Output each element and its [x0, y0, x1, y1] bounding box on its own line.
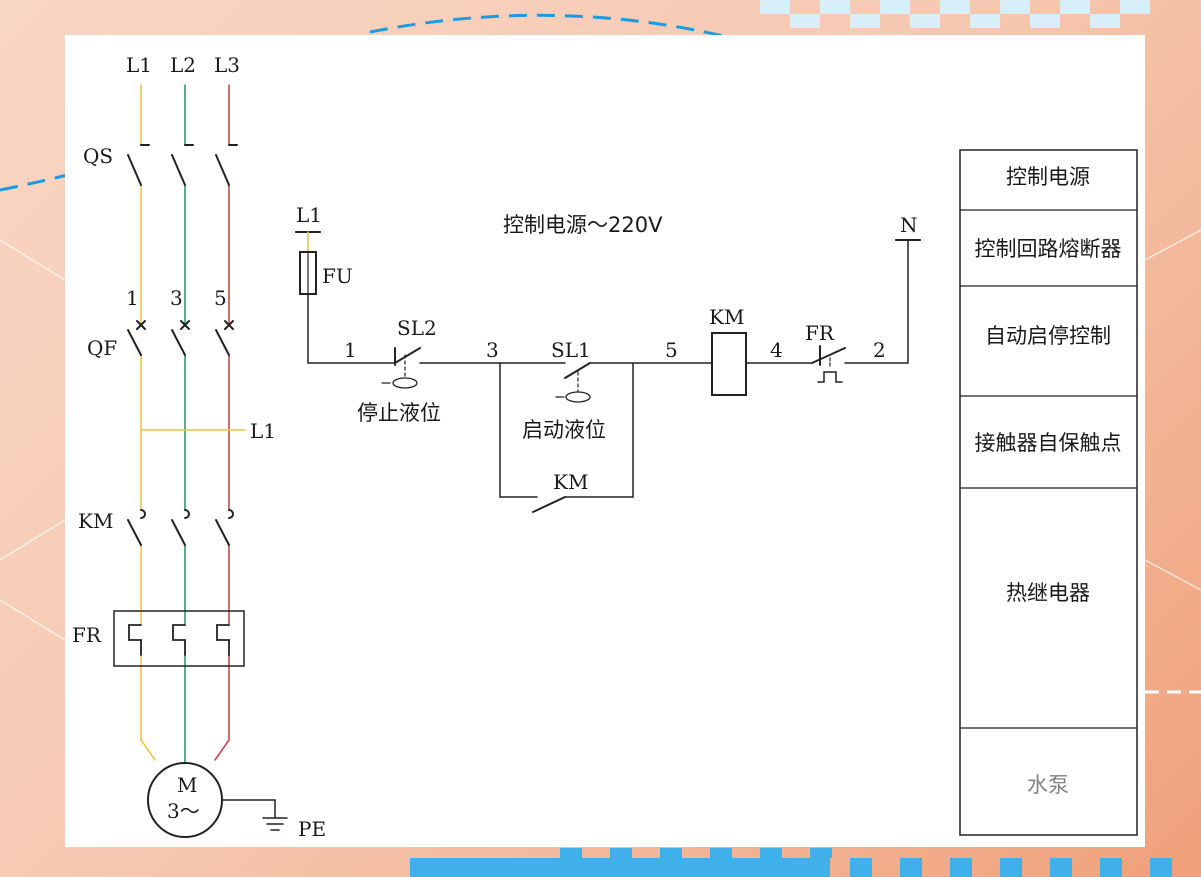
circuit-diagram: L1 L2 L3 QS — [72, 53, 1138, 841]
control-circuit: 控制电源～220V L1 FU 1 3 5 4 2 — [295, 203, 921, 513]
qs-switch-symbol — [127, 144, 238, 186]
fr-main-label: FR — [72, 623, 102, 647]
km-main-contacts-symbol — [127, 509, 234, 546]
fr-contact-label: FR — [805, 321, 835, 345]
qf-terminal-1: 1 — [126, 286, 139, 310]
fr-heater-symbols — [128, 624, 230, 656]
control-title: 控制电源～220V — [503, 213, 663, 237]
diagram-panel: L1 L2 L3 QS — [65, 35, 1145, 847]
fr-nc-contact-symbol — [811, 345, 846, 383]
km-aux-label: KM — [553, 470, 588, 494]
sl2-description: 停止液位 — [357, 401, 441, 425]
node-3: 3 — [486, 338, 499, 362]
legend-auto-start-stop: 自动启停控制 — [985, 324, 1111, 348]
phase-wire-l3 — [214, 84, 230, 761]
km-aux-contact-symbol — [532, 496, 566, 513]
qf-terminal-3: 3 — [170, 286, 183, 310]
tap-label: L1 — [250, 419, 276, 443]
legend-control-fuse: 控制回路熔断器 — [975, 237, 1122, 261]
phase-label-l3: L3 — [214, 53, 240, 77]
legend-control-power: 控制电源 — [1006, 165, 1090, 189]
node-5: 5 — [665, 338, 678, 362]
legend-pump: 水泵 — [1027, 773, 1069, 797]
fr-relay-box — [113, 610, 245, 667]
ground-symbol — [221, 799, 288, 831]
power-circuit: L1 L2 L3 QS — [72, 53, 326, 841]
function-legend-table: 控制电源 控制回路熔断器 自动启停控制 接触器自保触点 热继电器 水泵 — [959, 149, 1138, 836]
qf-terminal-5: 5 — [214, 286, 227, 310]
sl2-float-switch-symbol — [381, 347, 421, 389]
km-coil-symbol — [711, 332, 747, 396]
qs-label: QS — [83, 144, 113, 168]
legend-contactor-hold: 接触器自保触点 — [975, 431, 1122, 455]
legend-thermal-relay: 热继电器 — [1006, 581, 1090, 605]
fu-label: FU — [322, 264, 353, 288]
sl2-label: SL2 — [397, 316, 437, 340]
qf-breaker-symbol — [127, 320, 234, 356]
pe-label: PE — [298, 817, 326, 841]
qf-label: QF — [87, 336, 117, 360]
km-main-label: KM — [78, 509, 113, 533]
n-label: N — [900, 213, 918, 237]
control-main-wire — [307, 239, 909, 498]
control-l1-label: L1 — [296, 203, 322, 227]
km-coil-label: KM — [709, 305, 744, 329]
node-1: 1 — [344, 338, 357, 362]
phase-label-l1: L1 — [126, 53, 152, 77]
phase-label-l2: L2 — [170, 53, 196, 77]
phase-wire-l1 — [140, 84, 156, 761]
sl1-float-switch-symbol — [555, 362, 591, 403]
node-4: 4 — [770, 338, 783, 362]
motor-label: M — [177, 773, 197, 797]
sl1-description: 启动液位 — [522, 418, 606, 442]
motor-sub-label: 3～ — [167, 799, 200, 823]
node-2: 2 — [873, 338, 886, 362]
sl1-label: SL1 — [551, 338, 591, 362]
